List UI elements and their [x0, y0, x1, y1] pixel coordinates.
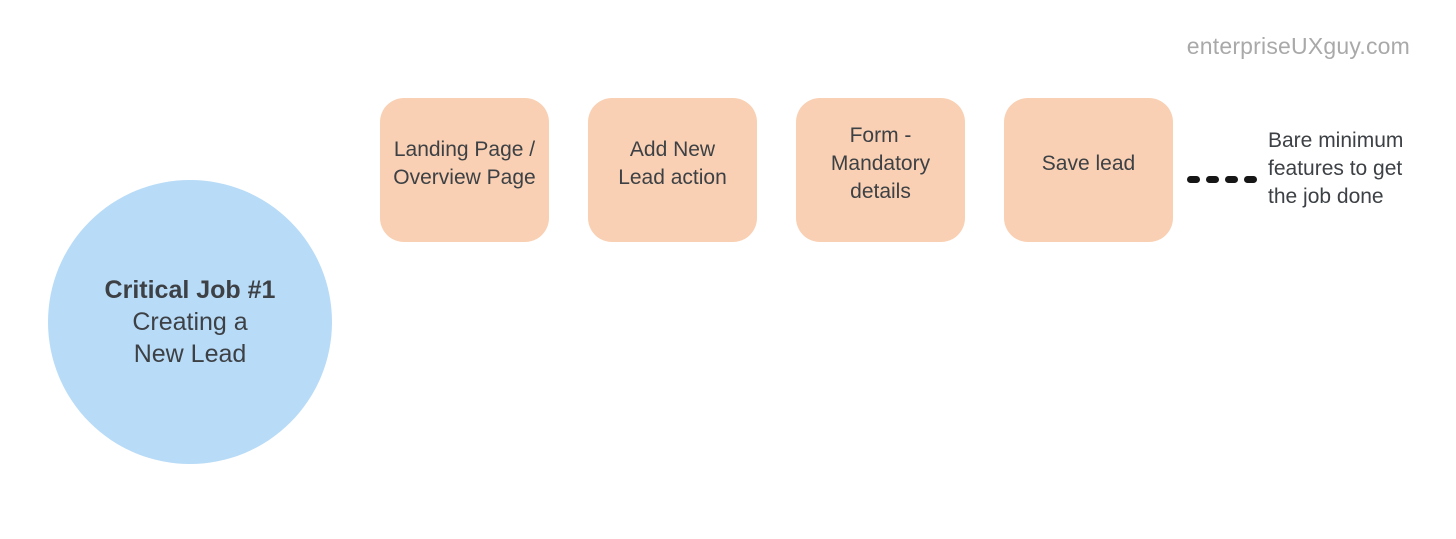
step-form-mandatory-details: Form - Mandatory details [796, 98, 965, 242]
critical-job-subtitle: Creating a New Lead [132, 308, 248, 368]
dash-segment [1187, 176, 1200, 183]
connector-annotation: Bare minimum features to get the job don… [1268, 129, 1404, 208]
flow-steps-row: Landing Page / Overview Page Add New Lea… [380, 98, 1173, 242]
step-label: Add New Lead action [618, 138, 727, 189]
critical-job-circle: Critical Job #1 Creating a New Lead [48, 180, 332, 464]
step-label: Save lead [1041, 152, 1136, 175]
watermark-text: enterpriseUXguy.com [1186, 33, 1410, 59]
critical-job-title: Critical Job #1 [104, 276, 276, 304]
step-add-new-lead: Add New Lead action [588, 98, 757, 242]
dash-segment [1244, 176, 1257, 183]
dashed-connector [1187, 176, 1257, 183]
step-label: Landing Page / Overview Page [393, 138, 536, 189]
step-landing-page: Landing Page / Overview Page [380, 98, 549, 242]
dash-segment [1225, 176, 1238, 183]
step-label: Form - Mandatory details [830, 124, 931, 203]
dash-segment [1206, 176, 1219, 183]
step-save-lead: Save lead [1004, 98, 1173, 242]
